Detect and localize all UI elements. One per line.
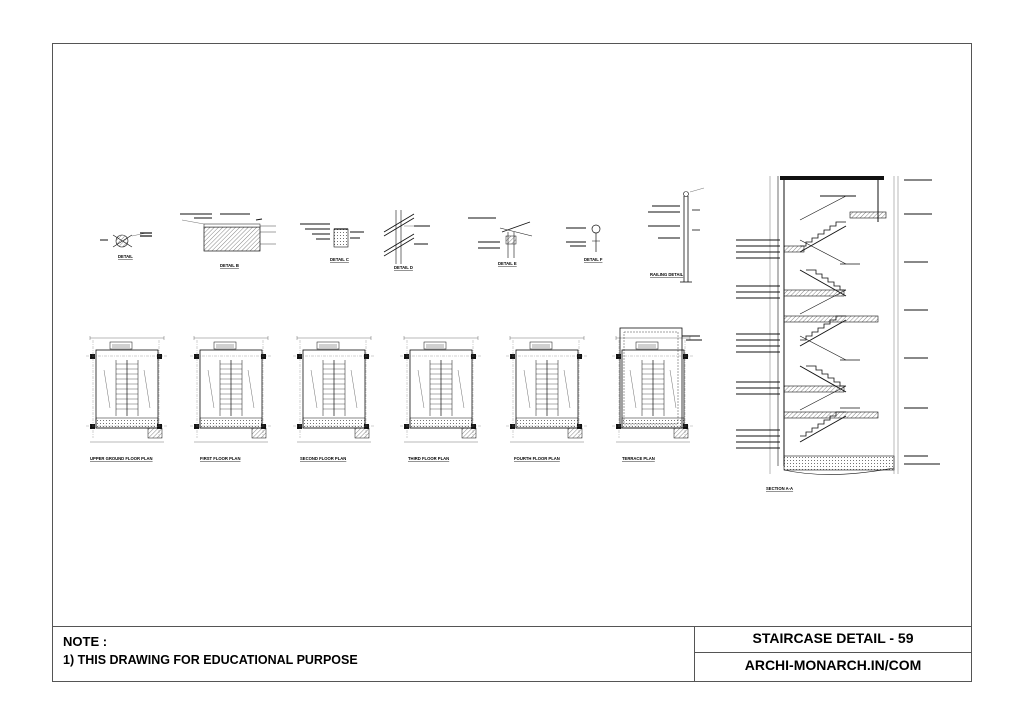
floor-plan-upper-ground: UPPER GROUND FLOOR PLAN bbox=[85, 335, 169, 461]
detail-e-label: DETAIL E bbox=[498, 261, 517, 266]
detail-d: DETAIL D bbox=[383, 210, 430, 270]
sheet-website: ARCHI-MONARCH.IN/COM bbox=[744, 657, 922, 673]
title-block-divider bbox=[694, 626, 695, 682]
detail-c: DETAIL C bbox=[300, 223, 364, 262]
note-title: NOTE : bbox=[63, 634, 108, 649]
plan-label-terrace: TERRACE PLAN bbox=[622, 456, 655, 461]
plan-label-second: SECOND FLOOR PLAN bbox=[300, 456, 346, 461]
sheet-title: STAIRCASE DETAIL - 59 bbox=[752, 630, 914, 646]
floor-plan-fourth: FOURTH FLOOR PLAN bbox=[505, 335, 589, 461]
detail-a-label: DETAIL bbox=[118, 254, 133, 259]
section-label: SECTION A-A bbox=[766, 486, 793, 491]
drawing-sheet-border bbox=[52, 43, 972, 682]
plan-label-upper-ground: UPPER GROUND FLOOR PLAN bbox=[90, 456, 153, 461]
detail-e: DETAIL E bbox=[468, 217, 533, 266]
detail-a: DETAIL bbox=[100, 232, 152, 259]
detail-f: DETAIL F bbox=[566, 224, 603, 262]
floor-plan-third: THIRD FLOOR PLAN bbox=[399, 335, 483, 461]
detail-d-label: DETAIL D bbox=[394, 265, 413, 270]
floor-plan-first: FIRST FLOOR PLAN bbox=[189, 335, 273, 461]
detail-f-label: DETAIL F bbox=[584, 257, 603, 262]
detail-b-label: DETAIL B bbox=[220, 263, 239, 268]
detail-c-label: DETAIL C bbox=[330, 257, 349, 262]
plan-label-first: FIRST FLOOR PLAN bbox=[200, 456, 240, 461]
railing-detail: RAILING DETAIL bbox=[648, 187, 705, 283]
title-block-top-rule bbox=[52, 626, 972, 627]
floor-plan-terrace: TERRACE PLAN bbox=[611, 327, 702, 461]
note-line-1: 1) THIS DRAWING FOR EDUCATIONAL PURPOSE bbox=[63, 653, 358, 667]
railing-detail-label: RAILING DETAIL bbox=[650, 272, 684, 277]
floor-plan-second: SECOND FLOOR PLAN bbox=[292, 335, 376, 461]
detail-b: DETAIL B bbox=[180, 213, 276, 268]
plan-label-third: THIRD FLOOR PLAN bbox=[408, 456, 449, 461]
plan-label-fourth: FOURTH FLOOR PLAN bbox=[514, 456, 560, 461]
title-block-mid-rule bbox=[694, 652, 972, 653]
section-a-a: SECTION A-A bbox=[736, 176, 940, 491]
